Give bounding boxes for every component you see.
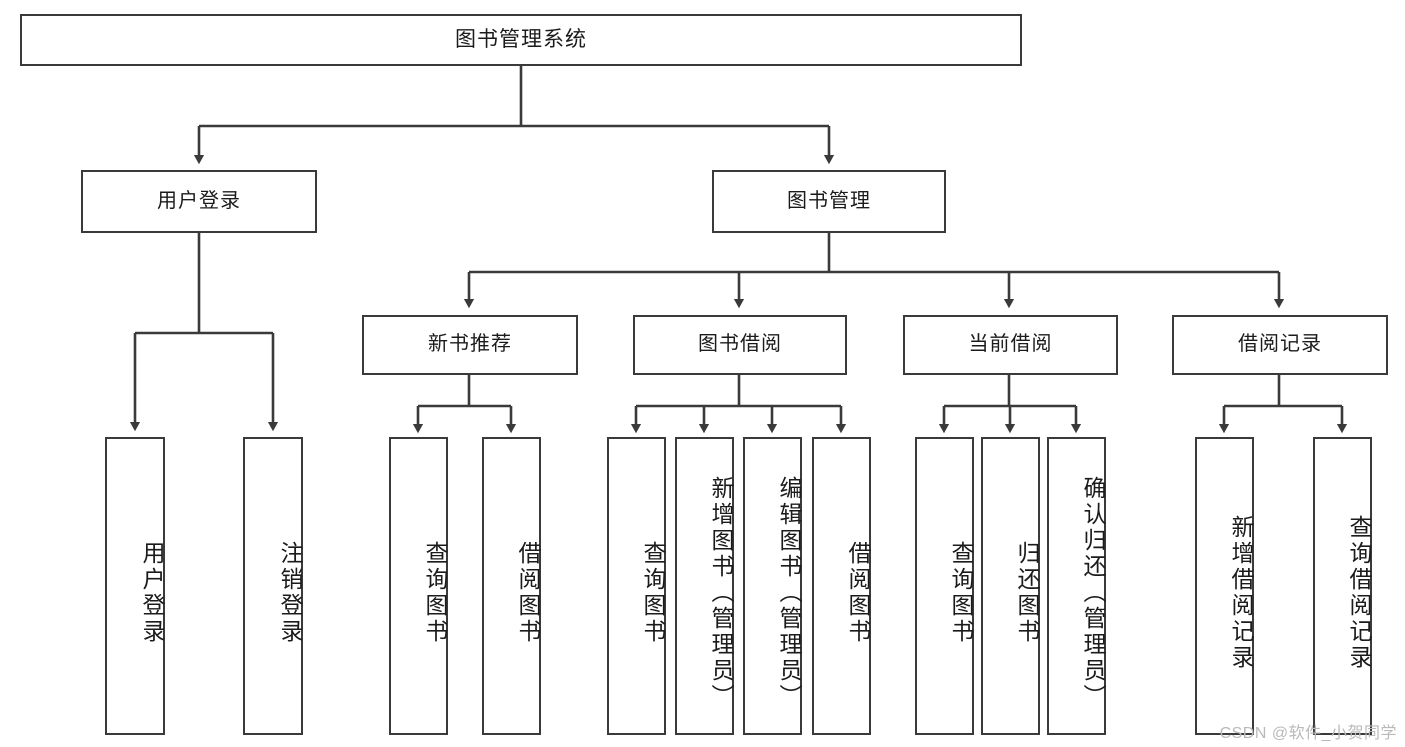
leaf-record-query[interactable]: 查询借阅记录 (1313, 437, 1372, 735)
leaf-current-confirm-return[interactable]: 确认归还（管理员） (1047, 437, 1106, 735)
leaf-recommend-borrow-book-label: 借阅图书 (515, 541, 541, 645)
leaf-record-query-label: 查询借阅记录 (1346, 515, 1372, 671)
leaf-record-add-label: 新增借阅记录 (1228, 515, 1254, 671)
leaf-current-confirm-return-label: 确认归还（管理员） (1080, 476, 1106, 710)
leaf-recommend-borrow-book[interactable]: 借阅图书 (482, 437, 541, 735)
leaf-borrow-add-book[interactable]: 新增图书（管理员） (675, 437, 734, 735)
leaf-borrow-borrow-book[interactable]: 借阅图书 (812, 437, 871, 735)
node-user-login-label: 用户登录 (157, 189, 241, 212)
node-user-login[interactable]: 用户登录 (81, 170, 317, 233)
leaf-user-logout-label: 注销登录 (277, 541, 303, 645)
leaf-borrow-borrow-book-label: 借阅图书 (845, 541, 871, 645)
leaf-current-return-book[interactable]: 归还图书 (981, 437, 1040, 735)
leaf-borrow-edit-book-label: 编辑图书（管理员） (776, 476, 802, 710)
leaf-borrow-query-book-label: 查询图书 (640, 541, 666, 645)
node-borrow-record[interactable]: 借阅记录 (1172, 315, 1388, 375)
watermark: CSDN @软件_小贺同学 (1219, 725, 1397, 742)
leaf-recommend-query-book-label: 查询图书 (422, 541, 448, 645)
node-book-management-label: 图书管理 (787, 189, 871, 212)
leaf-user-login-label: 用户登录 (139, 541, 165, 645)
leaf-borrow-add-book-label: 新增图书（管理员） (708, 476, 734, 710)
leaf-current-return-book-label: 归还图书 (1014, 541, 1040, 645)
node-new-book-recommend-label: 新书推荐 (428, 333, 512, 356)
node-book-borrow-label: 图书借阅 (698, 333, 782, 356)
leaf-recommend-query-book[interactable]: 查询图书 (389, 437, 448, 735)
leaf-borrow-query-book[interactable]: 查询图书 (607, 437, 666, 735)
node-root-label: 图书管理系统 (455, 27, 587, 51)
leaf-user-login[interactable]: 用户登录 (105, 437, 165, 735)
node-new-book-recommend[interactable]: 新书推荐 (362, 315, 578, 375)
node-current-borrow[interactable]: 当前借阅 (903, 315, 1118, 375)
leaf-borrow-edit-book[interactable]: 编辑图书（管理员） (743, 437, 802, 735)
node-book-management[interactable]: 图书管理 (712, 170, 946, 233)
leaf-current-query-book-label: 查询图书 (948, 541, 974, 645)
leaf-current-query-book[interactable]: 查询图书 (915, 437, 974, 735)
leaf-user-logout[interactable]: 注销登录 (243, 437, 303, 735)
node-borrow-record-label: 借阅记录 (1238, 333, 1322, 356)
node-current-borrow-label: 当前借阅 (968, 333, 1053, 356)
leaf-record-add[interactable]: 新增借阅记录 (1195, 437, 1254, 735)
node-root[interactable]: 图书管理系统 (20, 14, 1022, 66)
node-book-borrow[interactable]: 图书借阅 (633, 315, 847, 375)
